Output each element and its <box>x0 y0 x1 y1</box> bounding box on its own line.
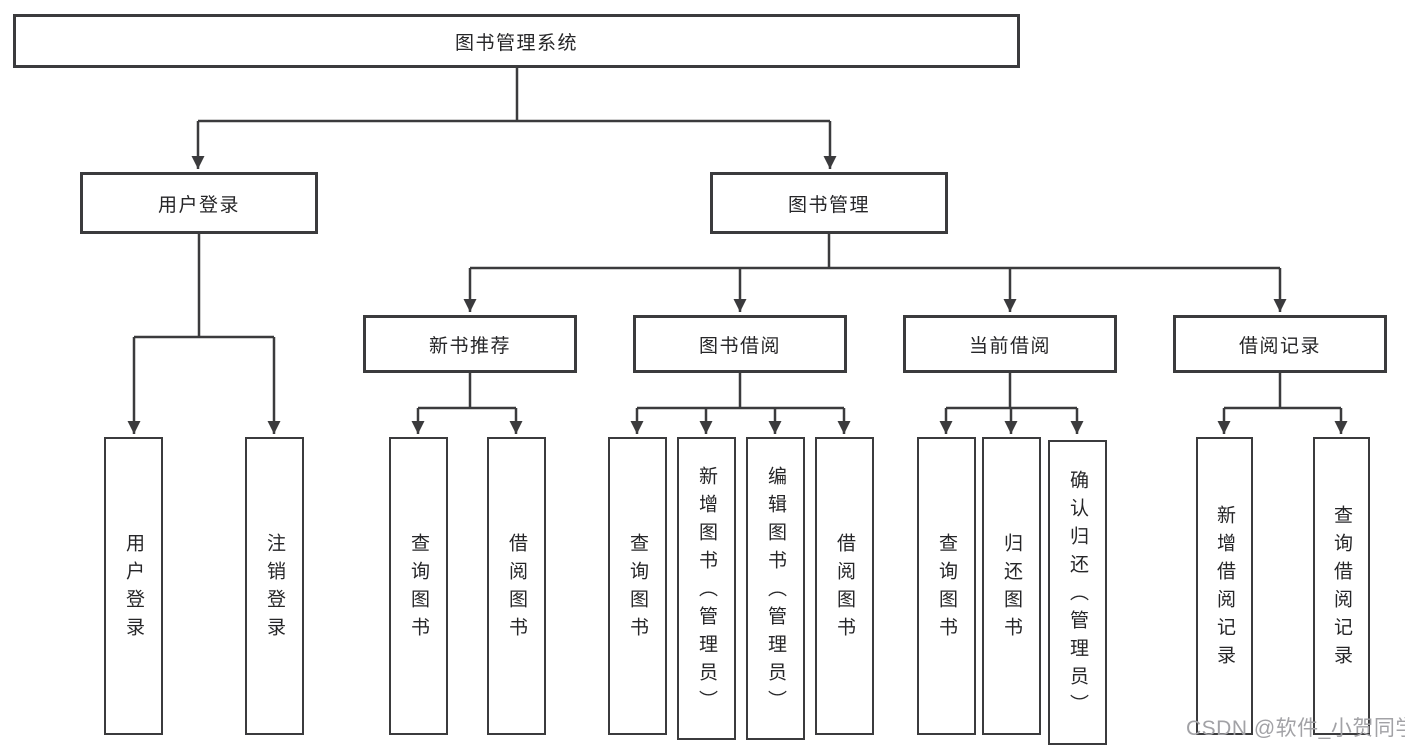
leaf-cb-return-books: 归还图书 <box>982 437 1041 735</box>
node-current-borrow: 当前借阅 <box>903 315 1117 373</box>
leaf-br-add-record: 新增借阅记录 <box>1196 437 1253 735</box>
leaf-bb-edit-books-admin: 编辑图书（管理员） <box>746 437 805 740</box>
leaf-bb-borrow-books: 借阅图书 <box>815 437 874 735</box>
leaf-nbr-borrow-books: 借阅图书 <box>487 437 546 735</box>
node-new-book-recommend: 新书推荐 <box>363 315 577 373</box>
connector-book-management-branch <box>470 234 1280 270</box>
leaf-bb-add-books-admin: 新增图书（管理员） <box>677 437 736 740</box>
connector-root-stem <box>198 68 830 123</box>
csdn-watermark: CSDN @软件_小贺同学 <box>1186 717 1405 740</box>
connector-book-borrow-branch <box>637 373 844 410</box>
leaf-bb-query-books: 查询图书 <box>608 437 667 735</box>
node-library-management-system: 图书管理系统 <box>13 14 1020 68</box>
leaf-logout: 注销登录 <box>245 437 304 735</box>
node-borrow-records: 借阅记录 <box>1173 315 1387 373</box>
leaf-nbr-query-books: 查询图书 <box>389 437 448 735</box>
leaf-cb-confirm-return-admin: 确认归还（管理员） <box>1048 440 1107 745</box>
connector-user-login-branch <box>134 234 274 339</box>
node-book-borrow: 图书借阅 <box>633 315 847 373</box>
connector-borrow-records-branch <box>1224 373 1341 410</box>
leaf-cb-query-books: 查询图书 <box>917 437 976 735</box>
connector-new-book-recommend-branch <box>418 373 516 410</box>
leaf-user-login: 用户登录 <box>104 437 163 735</box>
node-user-login: 用户登录 <box>80 172 318 234</box>
leaf-br-query-record: 查询借阅记录 <box>1313 437 1370 735</box>
node-book-management: 图书管理 <box>710 172 948 234</box>
connector-current-borrow-branch <box>946 373 1077 410</box>
